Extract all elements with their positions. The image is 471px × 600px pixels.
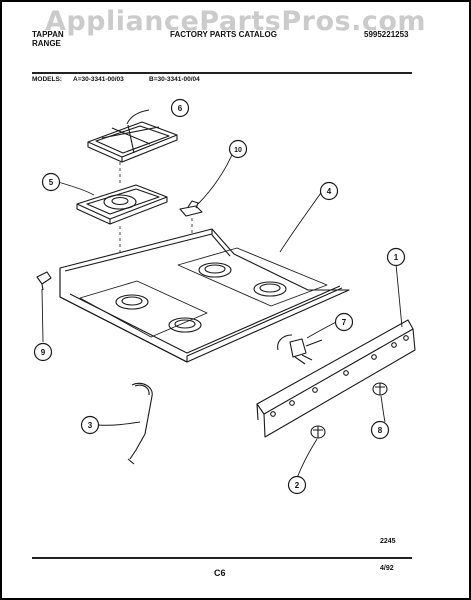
callout-5: 5	[49, 178, 54, 187]
brand-line-1: TAPPAN	[32, 30, 64, 39]
callout-7-circle	[334, 312, 354, 332]
footer-rule	[32, 557, 412, 559]
callout-3: 3	[88, 421, 93, 430]
watermark: AppliancePartsPros.com	[44, 6, 427, 37]
model-a: A=30-3341-00/03	[73, 76, 124, 83]
callout-10: 10	[234, 147, 242, 154]
knob-part-rear	[372, 382, 388, 396]
callout-1: 1	[394, 253, 399, 262]
callout-8: 8	[378, 426, 383, 435]
callout-7: 7	[342, 318, 347, 327]
cooktop-part	[59, 228, 350, 363]
clip-part	[179, 200, 203, 217]
header-rule	[32, 72, 412, 74]
ignition-switch-part	[277, 334, 323, 365]
callout-4: 4	[327, 187, 332, 196]
callout-9-circle	[33, 342, 53, 362]
callout-6-circle	[170, 98, 190, 118]
callout-5-circle	[41, 172, 61, 192]
model-b: B=30-3341-00/04	[149, 76, 200, 83]
callout-3-circle	[80, 415, 100, 435]
callout-2-circle	[287, 475, 307, 495]
callout-8-circle	[370, 420, 390, 440]
callout-6: 6	[178, 104, 183, 113]
manifold-panel-part	[256, 319, 416, 438]
burner-grate-part	[87, 121, 178, 163]
callout-10-circle	[228, 139, 248, 159]
revision-date: 4/92	[380, 565, 394, 572]
drip-pan-part	[76, 184, 168, 225]
brand-line-2: RANGE	[32, 39, 61, 48]
drawing-number: 2245	[380, 538, 396, 545]
callout-2: 2	[295, 481, 300, 490]
knob-part-front	[310, 425, 326, 439]
callout-1-circle	[386, 247, 406, 267]
catalog-number: 5995221253	[364, 30, 409, 39]
callout-4-circle	[319, 181, 339, 201]
page-code: C6	[214, 568, 226, 578]
callout-9: 9	[41, 348, 46, 357]
bracket-part	[36, 271, 52, 291]
models-label: MODELS:	[32, 76, 62, 83]
catalog-title: FACTORY PARTS CATALOG	[170, 30, 277, 39]
tube-part	[127, 382, 153, 465]
